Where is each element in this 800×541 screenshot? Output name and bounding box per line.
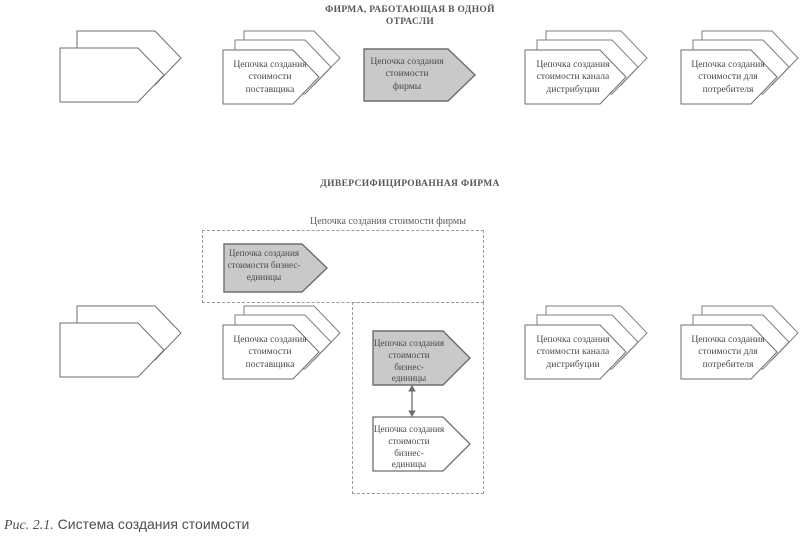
chevron-shape-stack [59, 30, 182, 103]
chevron-r2-bu-middle[interactable]: Цепочка создания стоимости бизнес- едини… [371, 329, 473, 387]
double-arrow-svg [408, 385, 416, 417]
chevron-r1-upstream-empty[interactable] [55, 28, 185, 110]
chevron-shape-stack [524, 30, 648, 105]
chevron-shape-stack [222, 305, 341, 380]
chevron-r1-firm[interactable]: Цепочка создания стоимости фирмы [362, 47, 482, 103]
chevron-shape-stack [680, 30, 799, 105]
chevron-r2-upstream-empty[interactable] [55, 303, 185, 385]
section-title-single-industry: ФИРМА, РАБОТАЮЩАЯ В ОДНОЙ ОТРАСЛИ [300, 4, 520, 28]
chevron-r2-distribution[interactable]: Цепочка создания стоимости канала дистри… [520, 303, 655, 385]
section-title-text: ДИВЕРСИФИЦИРОВАННАЯ ФИРМА [320, 179, 500, 189]
bidirectional-arrow-icon [402, 385, 422, 417]
chevron-shape-stack [59, 305, 182, 378]
figure-caption-text: Система создания стоимости [53, 516, 250, 532]
chevron-shape-stack [680, 305, 799, 380]
dashed-box-firm-upper [202, 230, 484, 303]
chevron-r2-supplier[interactable]: Цепочка создания стоимости поставщика [218, 303, 348, 385]
chevron-shape [372, 330, 471, 386]
section-title-line-1: ФИРМА, РАБОТАЮЩАЯ В ОДНОЙ [325, 5, 495, 15]
chevron-r1-supplier[interactable]: Цепочка создания стоимости поставщика [218, 28, 348, 110]
dashed-box-firm-lower [352, 302, 484, 494]
chevron-shape-stack [524, 305, 648, 380]
chevron-r2-bu-bottom[interactable]: Цепочка создания стоимости бизнес- едини… [371, 415, 473, 473]
chevron-r1-consumer[interactable]: Цепочка создания стоимости для потребите… [676, 28, 800, 110]
figure-caption: Рис. 2.1. Система создания стоимости [4, 516, 249, 534]
chevron-shape-stack [222, 30, 341, 105]
chevron-shape [372, 416, 471, 472]
section-title-line-2: ОТРАСЛИ [385, 17, 435, 27]
chevron-r2-consumer[interactable]: Цепочка создания стоимости для потребите… [676, 303, 800, 385]
chevron-r1-distribution[interactable]: Цепочка создания стоимости канала дистри… [520, 28, 655, 110]
chevron-r2-bu-top[interactable]: Цепочка создания стоимости бизнес- едини… [222, 242, 332, 294]
section-title-diversified: ДИВЕРСИФИЦИРОВАННАЯ ФИРМА [300, 178, 520, 190]
firm-value-chain-group-label: Цепочка создания стоимости фирмы [310, 216, 466, 227]
chevron-shape [223, 243, 329, 293]
chevron-shape [363, 48, 477, 102]
figure-caption-number: Рис. 2.1. [4, 518, 54, 533]
